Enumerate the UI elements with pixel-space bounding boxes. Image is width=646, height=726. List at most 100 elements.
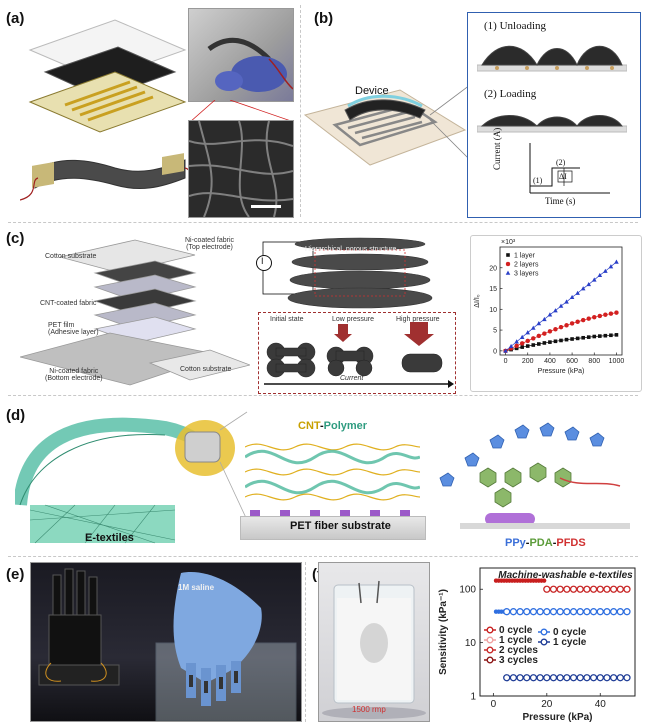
- panel-c-stack: [262, 237, 433, 309]
- chart-c-point: [547, 329, 553, 334]
- chart-c-legend-label: 1 layer: [514, 253, 536, 260]
- chart-f-ytick-label: 10: [465, 638, 477, 649]
- current-time-plot: [529, 143, 610, 194]
- chart-c-point: [603, 312, 608, 317]
- separator-3: [8, 556, 638, 557]
- chart-f-legend-marker: [486, 646, 494, 654]
- chart-c-point: [586, 335, 591, 339]
- chart-c-point: [542, 341, 547, 345]
- initial-state-label: Initial state: [270, 316, 304, 323]
- chart-f-legend-marker: [486, 636, 494, 644]
- separator-v2: [305, 562, 306, 722]
- chart-c-point: [575, 290, 580, 295]
- separator-v1: [300, 5, 301, 217]
- chart-c-point: [570, 337, 574, 341]
- chart-f-point: [623, 674, 631, 682]
- chart-f-point: [529, 674, 538, 682]
- pressure-states-box: [258, 312, 456, 394]
- delta-i-label: ΔI: [559, 172, 567, 181]
- chart-f-point: [516, 674, 524, 682]
- chart-c-ytick-label: 15: [489, 286, 497, 293]
- chart-c-point: [614, 259, 619, 264]
- panel-label-c: (c): [6, 230, 25, 247]
- chart-f-series-6: [503, 674, 631, 682]
- cotton-bottom-label: Cotton substrate: [180, 366, 232, 373]
- chart-c-ytick-label: 10: [489, 307, 497, 314]
- chart-f-axes: [479, 567, 636, 697]
- chart-f-point: [589, 585, 598, 593]
- chart-f-point: [576, 674, 584, 682]
- chart-c-legend-label: 3 layers: [514, 271, 539, 278]
- chart-f-point: [596, 674, 604, 682]
- meter-label: I: [261, 256, 264, 266]
- dash-text: -: [320, 420, 324, 432]
- chart-c-point: [575, 319, 580, 325]
- chart-f-point: [556, 674, 564, 682]
- chart-c-point: [559, 338, 563, 343]
- chart-c-xtick-label: 0: [504, 358, 508, 365]
- chart-f-legend-marker: [486, 656, 494, 664]
- pet-fiber-substrate: [240, 516, 426, 540]
- chart-f-point: [563, 608, 571, 616]
- panel-label-d: (d): [6, 407, 26, 424]
- chart-f-point: [569, 674, 578, 682]
- chart-c-legend-label: 2 layers: [514, 262, 539, 269]
- panel-label-e: (e): [6, 566, 25, 583]
- chart-c-point: [537, 342, 541, 346]
- current-ylabel: Current (A): [492, 127, 502, 170]
- chart-c-point: [592, 314, 597, 320]
- panel-c-layers: [20, 239, 250, 386]
- chart-c-point: [531, 336, 536, 341]
- chart-c-point: [609, 333, 613, 338]
- separator-1: [8, 222, 638, 223]
- chart-c-point: [564, 323, 569, 328]
- panel-e-photo: [30, 562, 302, 722]
- chart-c-xtick-label: 400: [544, 358, 556, 365]
- pda-text: PDA: [529, 537, 553, 549]
- chart-f-ytick-label: 100: [459, 585, 476, 596]
- rpm-label: 1500 rmp: [352, 705, 386, 714]
- chart-c-point: [525, 338, 530, 344]
- chart-c-point: [536, 321, 542, 326]
- chart-c-point: [542, 331, 547, 336]
- chart-f-point: [603, 585, 611, 593]
- panel-a-photo-hand: [188, 8, 294, 102]
- chart-c-ytick-label: 0: [493, 348, 497, 355]
- chart-c-point: [558, 303, 564, 308]
- chart-c-point: [547, 312, 553, 317]
- chart-c-frame: [470, 235, 642, 392]
- zoom-lines-a: [190, 100, 294, 122]
- chart-c-xtick-label: 1000: [609, 358, 625, 365]
- chart-f-legend-marker: [540, 638, 548, 646]
- chart-f-point: [589, 674, 598, 682]
- chart-f-point: [609, 608, 618, 616]
- meter-circle: [256, 255, 272, 271]
- chart-c-point: [503, 348, 508, 353]
- scale-bar: [251, 205, 281, 208]
- chart-f-series-2: [543, 585, 631, 593]
- chart-f-point: [569, 608, 578, 616]
- chart-f-point: [583, 585, 591, 593]
- chart-c-xtick-label: 600: [566, 358, 578, 365]
- chart-c-point: [536, 333, 542, 339]
- dash-1: -: [525, 537, 530, 549]
- chart-c-point: [603, 333, 608, 338]
- chart-c-point: [520, 345, 524, 349]
- panel-d-network: [245, 443, 420, 516]
- device-label: Device: [355, 85, 389, 97]
- unloading-structure: [477, 45, 627, 72]
- chart-f-point: [576, 608, 584, 616]
- chart-c-point: [580, 286, 586, 291]
- cnt-label: CNT-coated fabric: [40, 300, 97, 307]
- chart-c-point: [514, 339, 519, 344]
- cotton-top-label: Cotton substrate: [45, 253, 97, 260]
- chart-f-point: [563, 674, 571, 682]
- ni-top-label: Ni-coated fabric (Top electrode): [185, 237, 235, 251]
- pressure-states: [264, 322, 454, 388]
- chart-f-legend-label: 0 cycle: [553, 627, 587, 638]
- chart-f-legend-label: 3 cycles: [499, 655, 538, 666]
- chart-c-point: [548, 340, 552, 344]
- chart-f-point: [596, 608, 604, 616]
- high-pressure-label: High pressure: [396, 316, 440, 323]
